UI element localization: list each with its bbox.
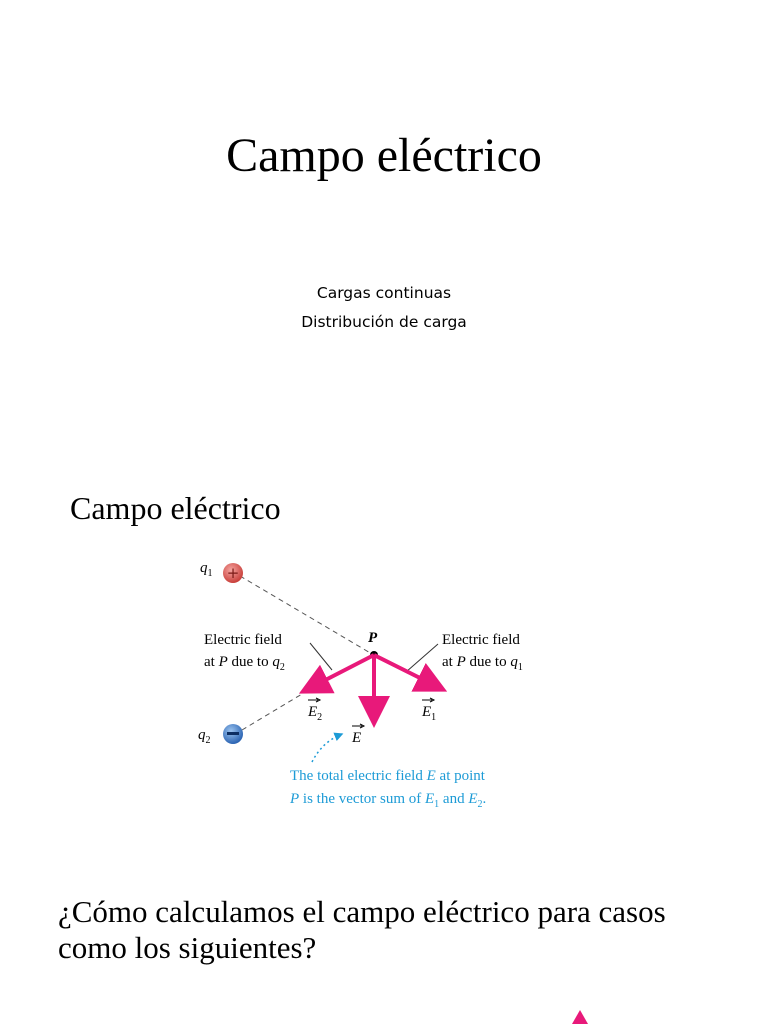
right-note-line1: Electric field (442, 632, 520, 648)
point-p-label: P (368, 630, 378, 646)
left-note-line1: Electric field (204, 632, 282, 648)
svg-text:E: E (351, 730, 361, 746)
right-note-leader (405, 643, 439, 673)
subtitle-distribucion: Distribución de carga (301, 313, 467, 331)
caption-line2: P is the vector sum of E1 and E2. (289, 791, 486, 810)
vector-e1-arrow (373, 653, 448, 692)
title-slide: Campo eléctrico Cargas continuas Distrib… (0, 0, 768, 460)
left-note-leader (309, 642, 333, 671)
slide-heading: Campo eléctrico (70, 490, 281, 526)
svg-text:E1: E1 (421, 704, 436, 723)
q1-label: q1 (200, 560, 213, 579)
left-note-line2: at P due to q2 (204, 654, 285, 673)
q2-to-p-dashed-line (241, 693, 303, 731)
vector-e1-label: E1 (421, 697, 436, 723)
positive-charge-q1: + (223, 563, 243, 583)
figure-slide: Campo eléctrico + q1 (0, 460, 768, 880)
vector-e2-arrow (298, 653, 375, 694)
question-slide: ¿Cómo calculamos el campo eléctrico para… (0, 880, 768, 1024)
partial-vector-arrow (572, 1010, 588, 1024)
question-text: ¿Cómo calculamos el campo eléctrico para… (58, 894, 666, 965)
main-title: Campo eléctrico (226, 129, 542, 182)
electric-field-diagram: + q1 q2 P Electric field at P due to q2 … (198, 560, 523, 810)
vector-e2-label: E2 (307, 697, 322, 723)
vector-e-label: E (351, 723, 366, 746)
negative-charge-q2 (223, 724, 243, 744)
svg-text:+: + (227, 564, 240, 582)
svg-text:E2: E2 (307, 704, 322, 723)
caption-line1: The total electric field E at point (290, 768, 486, 784)
caption-pointer (311, 732, 344, 763)
right-note-line2: at P due to q1 (442, 654, 523, 673)
q2-label: q2 (198, 727, 211, 746)
subtitle-cargas-continuas: Cargas continuas (316, 284, 452, 302)
q1-to-p-dashed-line (239, 575, 373, 655)
